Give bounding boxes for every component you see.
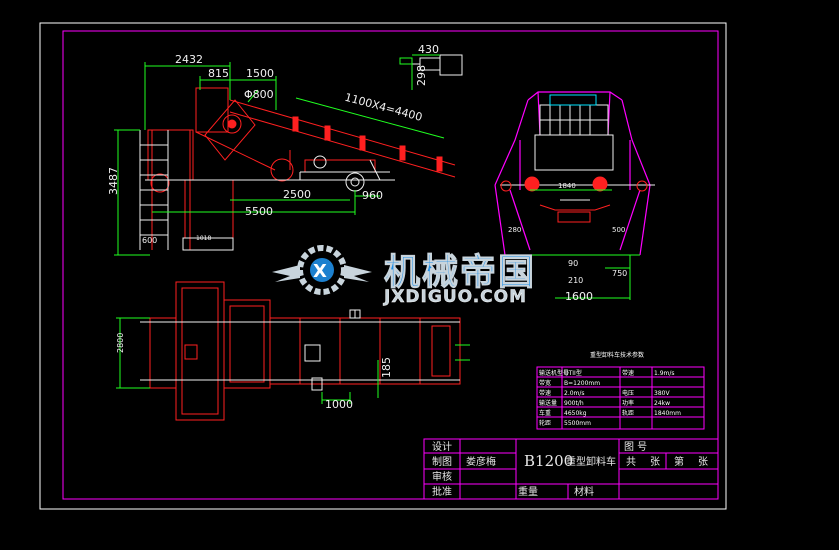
spec-cell: 电压 [622,389,634,397]
dim-bottom-left: 600 [142,236,157,245]
tb-draft-name: 娄彦梅 [466,455,496,468]
tb-sheet-no-label: 第 [674,455,684,468]
tb-weight-label: 重量 [518,485,538,498]
dim-wheel-base: 2500 [283,188,311,201]
spec-cell: 输送机型号 [539,369,569,377]
watermark-logo: X 机械帝国 JXDIGUO.COM [272,245,536,307]
dim-bottom-mid: 1018 [196,235,211,242]
sheet-outer-frame [39,22,727,510]
dim-height: 3487 [107,167,120,195]
spec-cell: 1840mm [654,410,681,417]
spec-cell: 输送量 [539,399,557,407]
spec-cell: 4650kg [564,410,587,417]
tb-draft-label: 制图 [432,455,452,468]
spec-cell: 车重 [539,409,551,417]
spec-table-title: 重型卸料车技术参数 [590,351,644,359]
dim-pulley-dia: Φ800 [244,88,274,101]
spec-cell: 5500mm [564,420,591,427]
plan-dim-side: 185 [380,357,393,378]
spec-cell: 轨距 [622,409,634,417]
end-dim-center: 1840 [558,182,576,190]
detail-height: 298 [415,65,428,86]
end-dim-r1: 90 [568,259,578,268]
plan-dim-pitch: 1000 [325,398,353,411]
spec-cell: DTII型 [564,369,582,377]
tb-review-label: 审核 [432,470,452,483]
tb-title-cn: 重型卸料车 [566,455,616,468]
end-dim-bottom: 1600 [565,290,593,303]
dim-offset-1500: 1500 [246,67,274,80]
spec-cell: 带宽 [539,379,551,387]
end-dim-r2: 750 [612,269,627,278]
tb-design-label: 设计 [432,440,452,453]
end-dim-r3: 210 [568,276,583,285]
dim-offset-815: 815 [208,67,229,80]
spec-cell: 轮距 [539,419,551,427]
spec-cell: 380V [654,390,670,397]
spec-cell: 带速 [539,389,551,397]
tb-material-label: 材料 [574,485,594,498]
motor-detail: 430 298 [399,43,463,90]
spec-cell: 900t/h [564,400,584,407]
title-block-text: 设计 制图 娄彦梅 审核 批准 B1200 重型卸料车 图 号 共 张 第 张 … [432,440,708,498]
dim-overall-top: 2432 [175,53,203,66]
title-block [423,438,719,500]
spec-cell: 带速 [622,369,634,377]
side-view: 2432 815 1500 Φ800 1100X4=4400 2500 5500… [107,53,456,256]
tb-title-code: B1200 [524,452,573,470]
spec-cell: 2.0m/s [564,390,585,397]
wing-right-icon [344,265,372,282]
dim-overall-length: 5500 [245,205,273,218]
tb-drawing-no-label: 图 号 [624,441,647,453]
end-dim-right-small: 500 [612,226,625,234]
svg-text:X: X [313,261,327,282]
watermark-title: 机械帝国 [384,252,536,293]
end-dim-left-small: 280 [508,226,521,234]
tb-sheet-unit-2: 张 [698,456,708,468]
drawing-inner-frame [62,30,719,500]
tb-sheet-total-label: 共 [626,456,636,468]
spec-cell: 1.9m/s [654,370,675,377]
plan-view: 2800 1000 185 [116,281,470,421]
watermark-url: JXDIGUO.COM [383,287,527,307]
detail-width: 430 [418,43,439,56]
dim-tail-offset: 960 [362,189,383,202]
wing-left-icon [272,265,300,282]
spec-cell: B=1200mm [564,380,600,387]
tb-sheet-unit-1: 张 [650,456,660,468]
spec-cell: 24kw [654,400,670,407]
end-view: 1840 280 500 90 750 210 1600 [494,91,655,303]
plan-dim-width: 2800 [116,333,125,353]
spec-cell: 功率 [622,399,634,407]
dim-belt-span: 1100X4=4400 [343,91,423,124]
tb-approve-label: 批准 [432,485,452,498]
